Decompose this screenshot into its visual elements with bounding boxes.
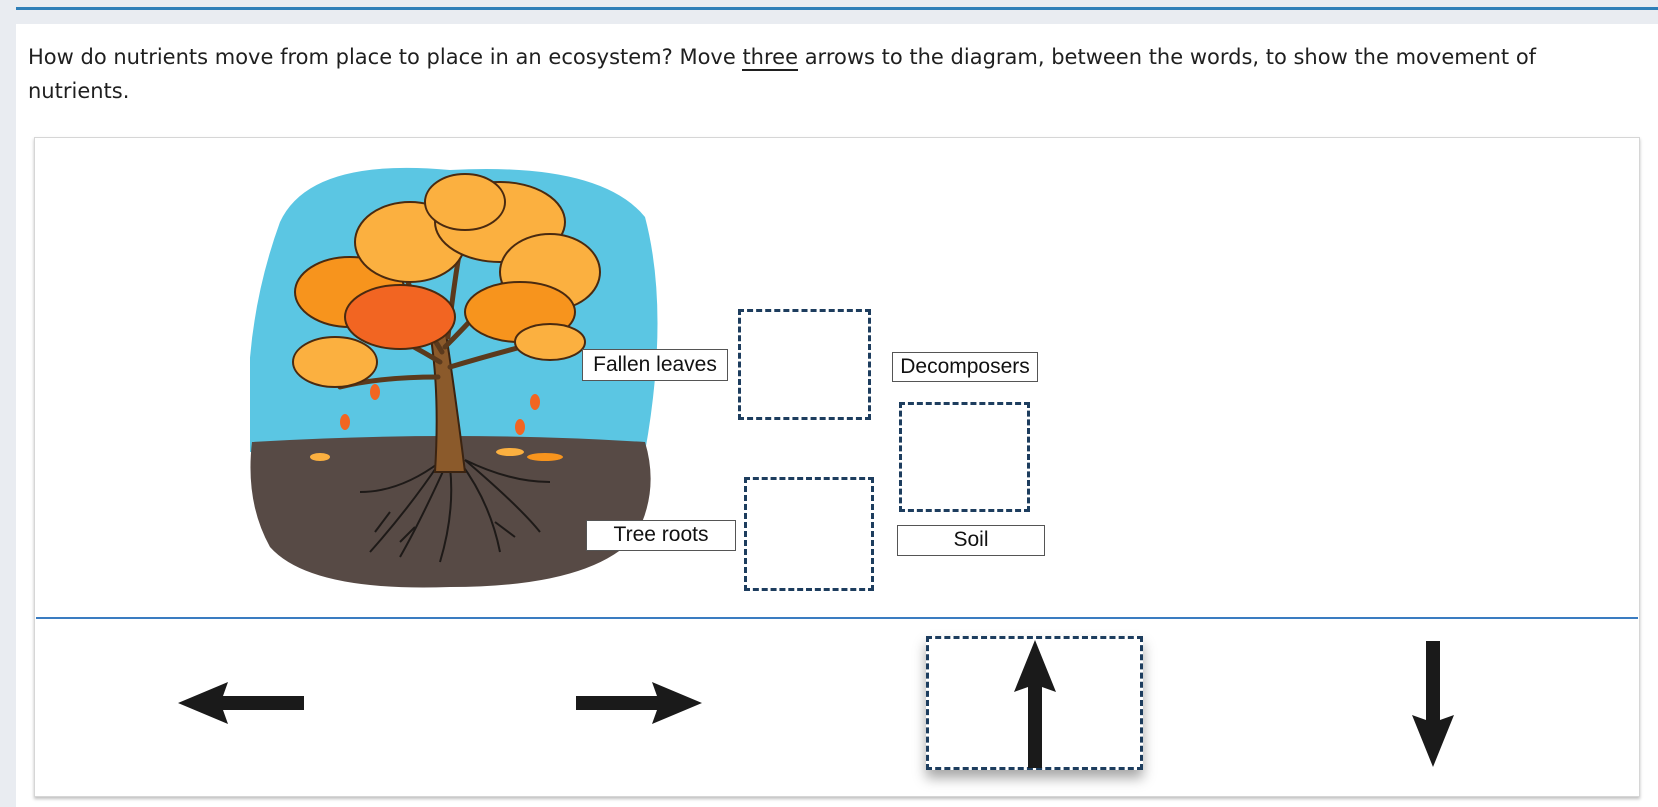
palette-divider <box>36 617 1638 619</box>
up-arrow[interactable] <box>1012 640 1058 768</box>
drop-zone-soil-to-roots[interactable] <box>744 477 874 591</box>
tree-roots-drawing <box>359 459 551 563</box>
left-arrow[interactable] <box>178 680 304 726</box>
emphasis-word: three <box>742 45 799 71</box>
drop-zone-decomposers-to-soil[interactable] <box>899 402 1030 512</box>
right-arrow[interactable] <box>576 680 702 726</box>
top-rule <box>16 7 1658 10</box>
ground-leaves <box>310 448 563 461</box>
question-text: How do nutrients move from place to plac… <box>28 45 1537 103</box>
label-fallen-leaves: Fallen leaves <box>582 349 728 381</box>
tree-illustration <box>250 167 658 588</box>
drop-zone-leaves-to-decomposers[interactable] <box>738 309 871 420</box>
down-arrow[interactable] <box>1410 641 1456 767</box>
falling-leaves <box>340 384 540 435</box>
tree-foliage <box>292 173 601 388</box>
label-decomposers: Decomposers <box>892 352 1038 382</box>
label-tree-roots: Tree roots <box>586 520 736 551</box>
label-soil: Soil <box>897 525 1045 556</box>
